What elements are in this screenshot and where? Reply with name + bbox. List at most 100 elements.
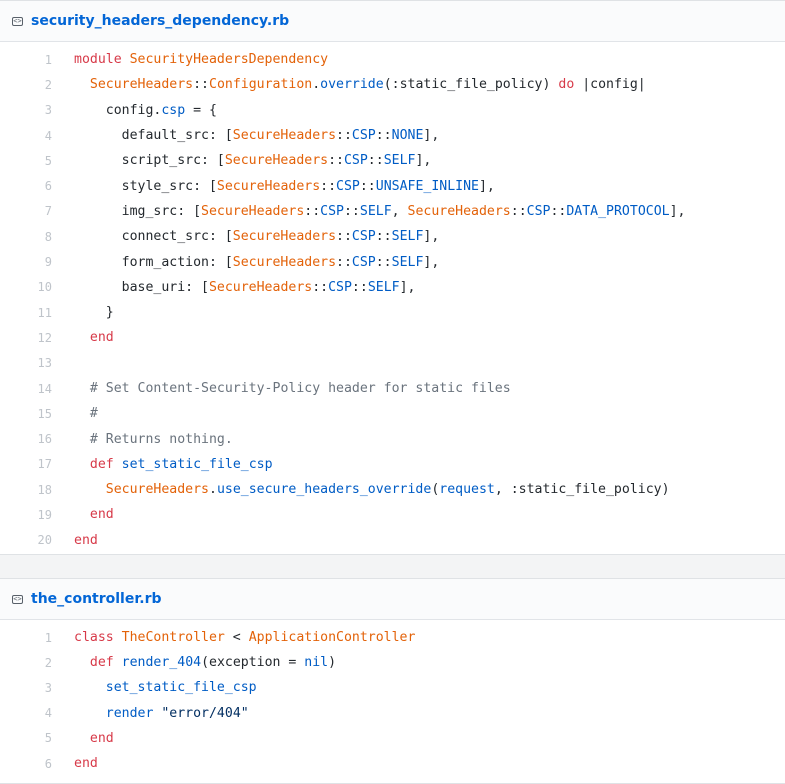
line-code: form_action: [SecureHeaders::CSP::SELF], [74,254,440,270]
code-token [114,457,122,472]
code-token: ], [399,279,416,295]
line-code: def render_404(exception = nil) [74,655,336,670]
line-number[interactable]: 18 [37,482,52,497]
line-number[interactable]: 4 [44,706,52,721]
line-number[interactable]: 8 [44,229,52,244]
code-token: . [312,77,321,93]
code-token: . [208,482,217,498]
code-line: 3 set_static_file_csp [0,675,785,700]
code-token [74,655,90,670]
code-token: :: [375,229,392,245]
code-token: } [74,305,114,321]
line-number[interactable]: 6 [44,179,52,194]
line-code: end [74,507,114,522]
code-token: :: [367,153,384,169]
line-number[interactable]: 1 [44,630,52,645]
file-header: <> the_controller.rb [0,579,785,620]
code-block: 1 module SecurityHeadersDependency 2 Secur… [0,42,785,559]
code-token: :: [336,254,352,270]
code-token: ], [478,178,495,194]
code-token: ], [415,153,432,169]
code-token: SecureHeaders [105,482,209,498]
code-token: SecureHeaders [232,254,337,270]
line-code: def set_static_file_csp [74,457,273,472]
line-number[interactable]: 1 [44,52,52,67]
code-token: = { [185,102,217,118]
code-token: SecureHeaders [201,203,305,219]
code-token: |config| [574,77,646,93]
line-number[interactable]: 9 [44,255,52,270]
code-token [74,406,90,421]
code-token: set_static_file_csp [121,456,273,472]
code-line: 14 # Set Content-Security-Policy header … [0,376,785,401]
line-number[interactable]: 16 [37,432,52,447]
code-token: end [89,730,114,746]
code-token: (:static_file_policy) [383,77,559,93]
line-number[interactable]: 7 [44,204,52,219]
code-token: ], [423,254,440,270]
code-token: ) [328,655,337,671]
line-code: connect_src: [SecureHeaders::CSP::SELF], [74,229,440,245]
line-number[interactable]: 14 [37,381,52,396]
code-token: :: [312,279,329,295]
code-line: 13 [0,351,785,376]
line-number[interactable]: 5 [44,731,52,746]
code-file-panel: <> security_headers_dependency.rb 1 modul… [0,0,785,555]
code-token: SecureHeaders [89,77,194,93]
line-number[interactable]: 11 [37,305,52,320]
code-token: SELF [383,153,416,169]
line-number[interactable]: 6 [44,756,52,771]
code-token [74,330,90,345]
code-token: form_action: [ [74,254,233,270]
code-token: def [89,655,114,671]
line-number[interactable]: 5 [44,153,52,168]
line-number[interactable]: 3 [44,680,52,695]
line-number[interactable]: 17 [37,457,52,472]
line-number[interactable]: 19 [37,507,52,522]
line-number[interactable]: 13 [37,356,52,371]
code-line: 17 def set_static_file_csp [0,452,785,477]
line-number[interactable]: 2 [44,655,52,670]
code-token [114,655,122,670]
code-token: ], [669,203,686,219]
code-token: :: [550,203,567,219]
code-line: 19 end [0,502,785,527]
code-token: # Returns nothing. [89,431,233,447]
code-token: (exception = [201,655,305,671]
code-token: :: [351,279,368,295]
code-line: 2 def render_404(exception = nil) [0,650,785,675]
code-token: :: [343,203,360,219]
code-file-icon: <> [12,16,23,26]
line-code: end [74,731,114,746]
line-number[interactable]: 10 [37,280,52,295]
code-line: 4 render "error/404" [0,701,785,726]
line-code: SecureHeaders.use_secure_headers_overrid… [74,482,670,497]
code-token: SecureHeaders [216,178,321,194]
code-token: CSP [320,203,344,219]
line-number[interactable]: 12 [37,330,52,345]
code-token [74,507,90,522]
code-token: module [74,52,130,68]
code-token: , :static_file_policy) [494,482,670,498]
file-name-link[interactable]: the_controller.rb [31,591,162,607]
file-name-link[interactable]: security_headers_dependency.rb [31,13,290,29]
line-number[interactable]: 15 [37,406,52,421]
code-token: nil [304,655,329,671]
line-number[interactable]: 3 [44,103,52,118]
line-code: base_uri: [SecureHeaders::CSP::SELF], [74,279,416,295]
code-token: CSP [351,128,376,144]
line-code: style_src: [SecureHeaders::CSP::UNSAFE_I… [74,179,495,194]
line-number[interactable]: 4 [44,128,52,143]
code-token: :: [375,254,392,270]
code-line: 15 # [0,401,785,426]
code-line: 5 end [0,726,785,751]
code-token: use_secure_headers_override [216,482,432,498]
line-number[interactable]: 2 [44,77,52,92]
code-token: SecureHeaders [232,229,337,245]
line-number[interactable]: 20 [37,533,52,548]
line-code: img_src: [SecureHeaders::CSP::SELF, Secu… [74,203,686,219]
code-token [74,731,90,746]
line-code: module SecurityHeadersDependency [74,52,328,67]
code-token: DATA_PROTOCOL [566,203,670,219]
